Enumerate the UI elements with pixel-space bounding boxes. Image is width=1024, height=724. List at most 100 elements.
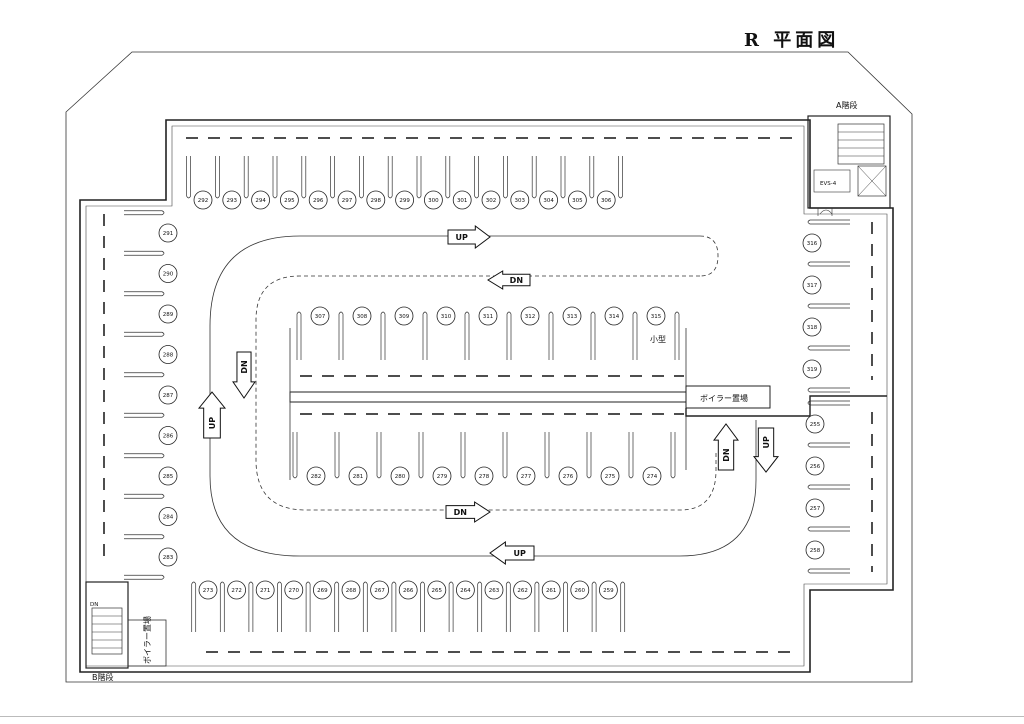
stall-number: 262 [513, 580, 532, 600]
stall-circle [198, 580, 218, 600]
stall-divider [628, 432, 634, 479]
arrow-label: UP [455, 233, 467, 242]
stall-label: 290 [163, 272, 174, 278]
boiler-area [685, 385, 771, 409]
stall-number: 291 [158, 223, 178, 243]
stall-number: 255 [805, 414, 825, 434]
stall-label: 287 [163, 393, 174, 399]
stall-label: 319 [807, 367, 818, 373]
dn-arrow: DN [713, 423, 739, 471]
stall-divider [124, 453, 165, 459]
stall-circle [251, 190, 271, 210]
stall-divider [292, 432, 298, 479]
stall-divider [418, 432, 424, 479]
stall-label: 267 [374, 588, 385, 594]
stall-label: 270 [289, 588, 300, 594]
stall-circle [596, 190, 616, 210]
stall-circle [193, 190, 213, 210]
stall-circle [805, 540, 825, 560]
stall-number: 312 [520, 306, 540, 326]
stall-number: 319 [802, 359, 822, 379]
stall-divider [807, 400, 850, 406]
stall-label: 303 [515, 198, 526, 204]
stall-number: 265 [427, 580, 447, 600]
stall-divider [215, 156, 220, 199]
stall-number: 270 [284, 580, 304, 600]
boiler-left-label: ボイラー置場 [142, 616, 152, 664]
stall-circle [805, 414, 825, 434]
stall-number: 280 [390, 466, 410, 486]
stall-divider [330, 156, 335, 199]
stall-divider [243, 156, 249, 199]
stall-circle [432, 466, 452, 486]
stall-label: 313 [567, 314, 578, 320]
stall-label: 292 [198, 198, 209, 204]
stall-label: 318 [807, 325, 818, 331]
stall-circle [604, 306, 624, 326]
stall-number: 283 [158, 547, 178, 567]
stall-divider [618, 156, 623, 199]
stall-divider [506, 311, 512, 360]
stall-label: 297 [342, 198, 353, 204]
stall-number: 309 [394, 306, 414, 326]
stall-divider [124, 250, 165, 256]
outer-drive-path [209, 235, 757, 557]
stall-number: 285 [158, 466, 178, 486]
stall-circle [158, 426, 178, 445]
stall-circle [436, 306, 456, 326]
stall-circle [600, 466, 620, 486]
stall-label: 296 [313, 198, 324, 204]
stall-number: 263 [484, 580, 504, 600]
stall-label: 281 [353, 474, 364, 480]
stair-b-label: B階段 [92, 672, 114, 682]
stall-divider [807, 261, 850, 267]
stall-label: 279 [437, 474, 448, 480]
stall-number: 259 [599, 580, 618, 600]
stall-number: 276 [558, 466, 578, 486]
stall-divider [301, 156, 307, 199]
stall-number: 267 [370, 580, 390, 600]
building-outline [79, 119, 894, 673]
stall-label: 304 [543, 198, 554, 204]
stall-circle [158, 345, 178, 364]
stall-divider [807, 303, 850, 309]
stall-circle [484, 580, 504, 600]
stall-label: 314 [609, 314, 620, 320]
arrow-label: UP [208, 417, 217, 429]
arrow-shape [445, 501, 491, 523]
stall-divider [560, 156, 566, 199]
inner-drive-path [255, 275, 717, 511]
arrow-shape [489, 541, 535, 565]
stall-circle [805, 498, 825, 518]
stall-circle [513, 580, 532, 600]
stall-divider [674, 311, 680, 360]
arrow-shape [487, 270, 531, 290]
up-arrow: UP [489, 541, 535, 565]
stall-circle [520, 306, 540, 326]
stall-circle [341, 580, 361, 600]
evs-label: EVS-4 [820, 181, 837, 187]
stall-divider [807, 442, 850, 448]
stall-circle [279, 190, 299, 210]
stall-number: 282 [306, 466, 326, 486]
stall-label: 258 [810, 548, 821, 554]
stall-circle [352, 306, 372, 326]
stall-label: 315 [651, 314, 662, 320]
stall-divider [124, 412, 165, 418]
stall-divider [807, 526, 850, 532]
stall-circle [423, 190, 443, 210]
stall-divider [591, 581, 597, 632]
stall-circle [805, 456, 825, 476]
stall-number: 310 [436, 306, 456, 326]
stall-label: 308 [357, 314, 368, 320]
stall-divider [589, 156, 595, 199]
stall-label: 277 [521, 474, 532, 480]
stall-circle [158, 507, 178, 526]
stall-number: 316 [802, 233, 822, 253]
stall-label: 301 [457, 198, 468, 204]
stall-label: 293 [227, 198, 238, 204]
stall-label: 269 [317, 588, 328, 594]
stall-label: 302 [486, 198, 497, 204]
stall-number: 281 [348, 466, 368, 486]
